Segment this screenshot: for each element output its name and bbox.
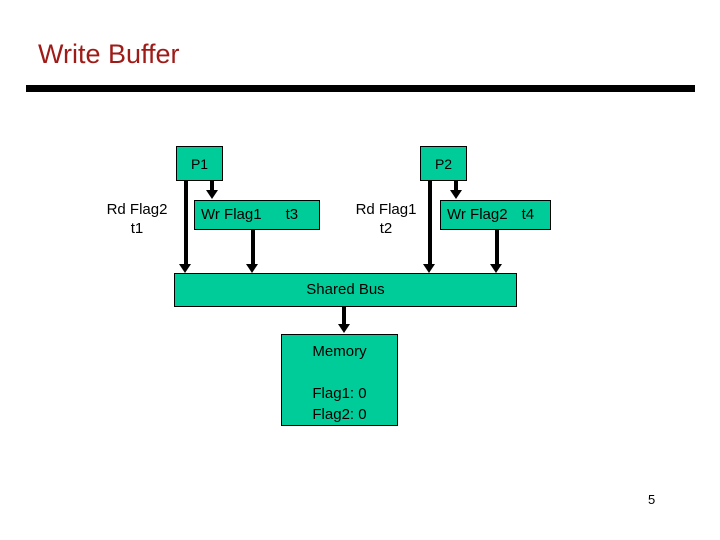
write-buffer-wr-flag1-time: t3 (285, 206, 299, 223)
arrowhead-p1-to-bus (179, 264, 191, 273)
memory-entry-flag2: Flag2: 0 (312, 406, 367, 423)
memory-entry-flag1: Flag1: 0 (312, 385, 367, 402)
read-op-rd-flag1-time: t2 (379, 220, 393, 237)
arrowhead-bus-to-memory (338, 324, 350, 333)
arrowhead-p2-to-wr-flag2 (450, 190, 462, 199)
processor-box-p2[interactable]: P2 (420, 146, 467, 181)
connector-bus-to-memory (342, 307, 346, 327)
processor-label-p1: P1 (190, 155, 209, 172)
write-buffer-wr-flag2-op: Wr Flag2 (447, 206, 508, 223)
write-buffer-box-wr-flag2[interactable]: Wr Flag2 t4 (440, 200, 551, 230)
arrowhead-wr-flag2-to-bus (490, 264, 502, 273)
shared-bus-box[interactable]: Shared Bus (174, 273, 517, 307)
processor-box-p1[interactable]: P1 (176, 146, 223, 181)
arrowhead-p1-to-wr-flag1 (206, 190, 218, 199)
write-buffer-box-wr-flag1[interactable]: Wr Flag1 t3 (194, 200, 320, 230)
memory-box[interactable]: Memory Flag1: 0 Flag2: 0 (281, 334, 398, 426)
processor-label-p2: P2 (434, 155, 453, 172)
arrowhead-p2-to-bus (423, 264, 435, 273)
read-op-rd-flag1-op: Rd Flag1 (355, 201, 417, 218)
read-op-rd-flag2: Rd Flag2 t1 (96, 200, 178, 238)
connector-p2-to-bus (428, 181, 432, 266)
write-buffer-wr-flag1-op: Wr Flag1 (201, 206, 262, 223)
connector-p1-to-wr-flag1 (210, 181, 214, 193)
connector-wr-flag2-to-bus (495, 230, 499, 266)
arrowhead-wr-flag1-to-bus (246, 264, 258, 273)
read-op-rd-flag1: Rd Flag1 t2 (345, 200, 427, 238)
read-op-rd-flag2-time: t1 (130, 220, 144, 237)
shared-bus-label: Shared Bus (306, 281, 385, 298)
page-title: Write Buffer (38, 39, 180, 69)
connector-p1-to-bus (184, 181, 188, 266)
connector-p2-to-wr-flag2 (454, 181, 458, 193)
page-number: 5 (648, 492, 656, 507)
title-divider-rule (26, 85, 695, 92)
memory-label: Memory (312, 343, 367, 360)
write-buffer-wr-flag2-time: t4 (521, 206, 535, 223)
read-op-rd-flag2-op: Rd Flag2 (106, 201, 168, 218)
connector-wr-flag1-to-bus (251, 230, 255, 266)
